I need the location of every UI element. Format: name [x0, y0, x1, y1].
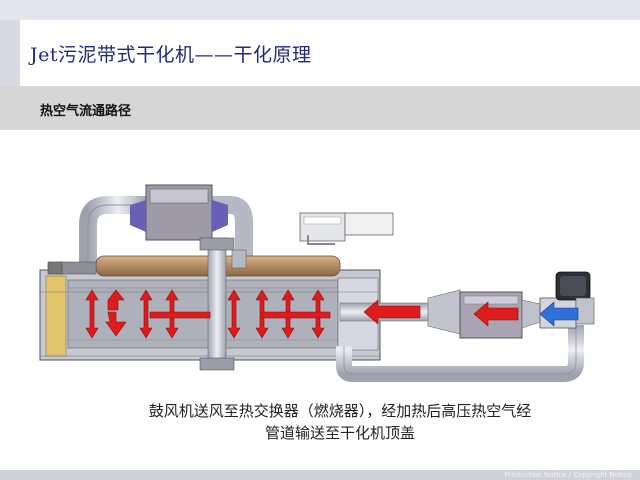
caption-line-1: 鼓风机送风至热交换器（燃烧器），经加热后高压热空气经 [148, 402, 532, 420]
hot-air-channel-right [261, 311, 331, 319]
watermark: Production Notice / Copyright Notice [504, 471, 632, 479]
top-duct [79, 184, 253, 265]
caption-line-2: 管道输送至干化机顶盖 [264, 424, 415, 442]
hot-air-arrow-3 [105, 311, 127, 337]
caption: 鼓风机送风至热交换器（燃烧器），经加热后高压热空气经 管道输送至干化机顶盖 [80, 400, 600, 444]
title-panel: Jet污泥带式干化机——干化原理 [20, 20, 640, 86]
exhaust-fan-unit [299, 212, 394, 258]
subtitle-band: 热空气流通路径 [0, 86, 640, 130]
vertical-pipe [199, 237, 247, 371]
hot-air-channel-left [149, 311, 211, 319]
hot-air-burner-arrow [473, 301, 519, 327]
dryer-diagram [39, 184, 595, 382]
hot-air-arrow-6 [227, 289, 241, 339]
cold-air-arrow [539, 301, 579, 327]
slide-title: Jet污泥带式干化机——干化原理 [30, 44, 312, 66]
hot-air-arrow-4 [139, 289, 153, 339]
hot-air-arrow-2 [107, 289, 125, 311]
hot-air-inlet-arrow [363, 299, 421, 325]
bottom-strip [0, 470, 640, 480]
top-bar [0, 0, 640, 20]
hot-air-arrow-1 [85, 289, 99, 339]
slide-subtitle: 热空气流通路径 [40, 104, 132, 119]
diagram-area [0, 130, 640, 470]
hot-air-arrows [85, 289, 519, 339]
bottom-return-duct [336, 325, 584, 382]
